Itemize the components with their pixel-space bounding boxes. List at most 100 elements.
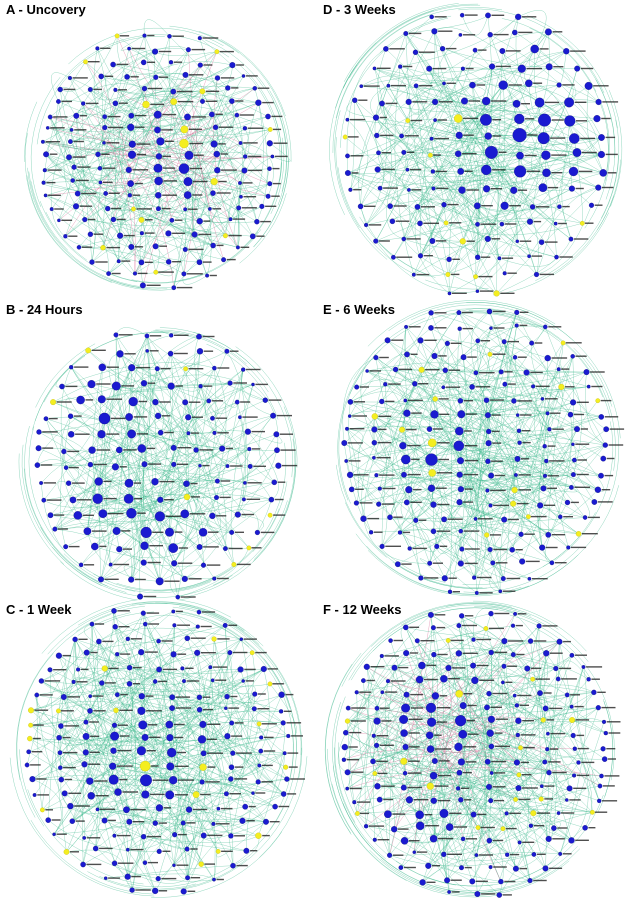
network-edge	[343, 3, 459, 82]
network-edge	[209, 667, 246, 807]
node-label-mark	[268, 399, 282, 401]
node-label-mark	[164, 580, 180, 582]
network-node	[401, 703, 411, 713]
node-label-mark	[280, 449, 296, 451]
node-label-mark	[368, 224, 382, 226]
network-node	[543, 650, 550, 657]
network-edge	[443, 325, 546, 388]
network-node	[68, 139, 73, 144]
node-label-mark	[493, 799, 505, 802]
highlight-node	[418, 366, 425, 373]
highlight-node	[344, 718, 351, 724]
network-node	[286, 733, 291, 739]
network-edge	[77, 334, 117, 516]
network-edge	[140, 724, 203, 751]
node-label-mark	[132, 666, 142, 669]
network-node	[542, 168, 551, 178]
node-label-mark	[349, 118, 366, 121]
network-edge	[447, 343, 452, 592]
network-node	[254, 529, 260, 536]
node-label-mark	[63, 88, 76, 91]
network-edge	[92, 367, 111, 565]
network-node	[534, 97, 545, 108]
node-label-mark	[506, 577, 521, 580]
network-node	[69, 128, 74, 132]
node-label-mark	[229, 793, 241, 795]
network-edge	[80, 482, 275, 566]
network-edge	[127, 72, 228, 89]
network-edge	[52, 546, 233, 598]
network-node	[459, 702, 467, 710]
node-label-mark	[608, 732, 621, 734]
network-edge	[481, 490, 504, 579]
node-label-mark	[80, 668, 89, 671]
network-node	[86, 777, 94, 785]
network-edge	[115, 87, 228, 98]
node-label-mark	[561, 368, 570, 370]
node-label-mark	[63, 751, 78, 754]
node-label-mark	[432, 865, 440, 867]
network-edge	[77, 601, 264, 647]
network-node	[431, 758, 438, 764]
network-edge	[433, 531, 552, 563]
node-label-mark	[580, 67, 594, 70]
node-label-mark	[236, 563, 251, 566]
network-edge	[127, 335, 148, 533]
network-nodes	[24, 608, 291, 895]
node-label-mark	[558, 222, 567, 225]
network-node	[225, 85, 231, 91]
network-node	[67, 431, 75, 438]
network-edge	[68, 483, 175, 564]
node-label-mark	[44, 680, 61, 682]
node-label-mark	[178, 547, 188, 549]
network-edge	[89, 697, 200, 782]
network-node	[169, 776, 178, 785]
network-node	[374, 742, 380, 748]
network-edge	[195, 639, 242, 795]
network-node	[488, 743, 495, 750]
node-label-mark	[410, 501, 422, 503]
network-node	[524, 665, 531, 672]
node-label-mark	[408, 326, 421, 328]
network-edge	[381, 655, 533, 680]
node-label-mark	[393, 516, 403, 518]
network-node	[45, 126, 50, 130]
network-edge	[24, 425, 98, 582]
network-node	[498, 369, 504, 375]
network-edge	[141, 625, 175, 751]
node-label-mark	[420, 640, 435, 642]
network-edge	[69, 77, 159, 157]
network-edge	[128, 48, 208, 276]
node-label-mark	[378, 428, 387, 431]
node-label-mark	[271, 115, 283, 118]
network-edge	[172, 707, 284, 795]
network-node	[128, 396, 138, 407]
network-edge	[380, 180, 543, 189]
network-edge	[376, 135, 578, 153]
highlight-node	[153, 269, 159, 275]
network-edge	[53, 680, 244, 835]
network-node	[112, 100, 119, 107]
network-edge	[128, 416, 218, 482]
network-edge	[76, 113, 218, 171]
node-label-mark	[161, 415, 171, 417]
node-label-mark	[535, 206, 550, 208]
network-node	[73, 511, 83, 520]
node-label-mark	[608, 758, 616, 760]
network-edge	[344, 325, 517, 444]
network-node	[243, 847, 250, 854]
network-edge	[38, 431, 204, 533]
node-label-mark	[107, 512, 124, 515]
node-label-mark	[448, 577, 457, 579]
node-label-mark	[118, 862, 134, 864]
network-node	[69, 496, 77, 504]
network-edge	[378, 85, 402, 137]
network-edge	[390, 119, 436, 207]
network-node	[400, 784, 407, 791]
network-edge	[77, 612, 131, 636]
node-label-mark	[411, 189, 422, 191]
network-edge	[97, 641, 159, 879]
network-edge	[415, 85, 478, 292]
node-label-mark	[188, 368, 204, 370]
network-edge	[188, 65, 233, 156]
